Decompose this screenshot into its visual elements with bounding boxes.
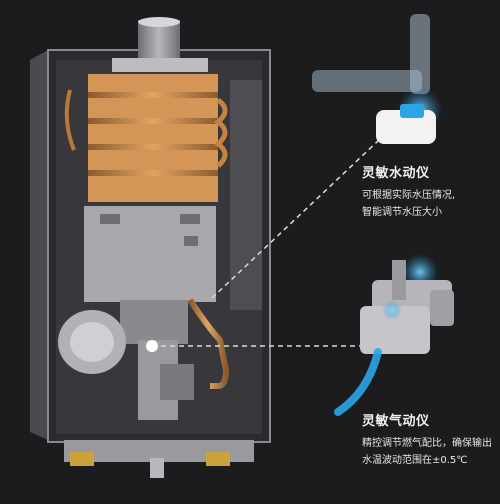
callout-dot <box>146 340 158 352</box>
copper-pipe <box>187 298 230 389</box>
water-sensor-title: 灵敏水动仪 <box>362 166 430 181</box>
callout-line-water <box>211 121 399 299</box>
water-sensor-desc-line-1: 可根据实际水压情况, <box>362 190 456 201</box>
side-panel <box>230 80 262 310</box>
gas-sensor-title: 灵敏气动仪 <box>362 414 430 429</box>
control-box <box>84 206 216 302</box>
water-sensor-feature: 灵敏水动仪 可根据实际水压情况, 智能调节水压大小 <box>362 162 492 221</box>
gas-flow-sensor <box>334 254 454 416</box>
exhaust-flue <box>112 17 208 72</box>
water-flow-sensor <box>312 14 442 144</box>
fan-motor <box>58 310 126 374</box>
gas-sensor-desc-line-2: 水温波动范围在±0.5℃ <box>362 455 468 466</box>
water-sensor-desc-line-2: 智能调节水压大小 <box>362 207 442 218</box>
bottom-fittings <box>64 440 254 478</box>
gas-sensor-feature: 灵敏气动仪 精控调节燃气配比，确保输出 水温波动范围在±0.5℃ <box>362 410 498 469</box>
heat-exchanger <box>64 74 228 202</box>
gas-valve-assembly <box>120 300 194 420</box>
gas-sensor-desc-line-1: 精控调节燃气配比，确保输出 <box>362 438 492 449</box>
